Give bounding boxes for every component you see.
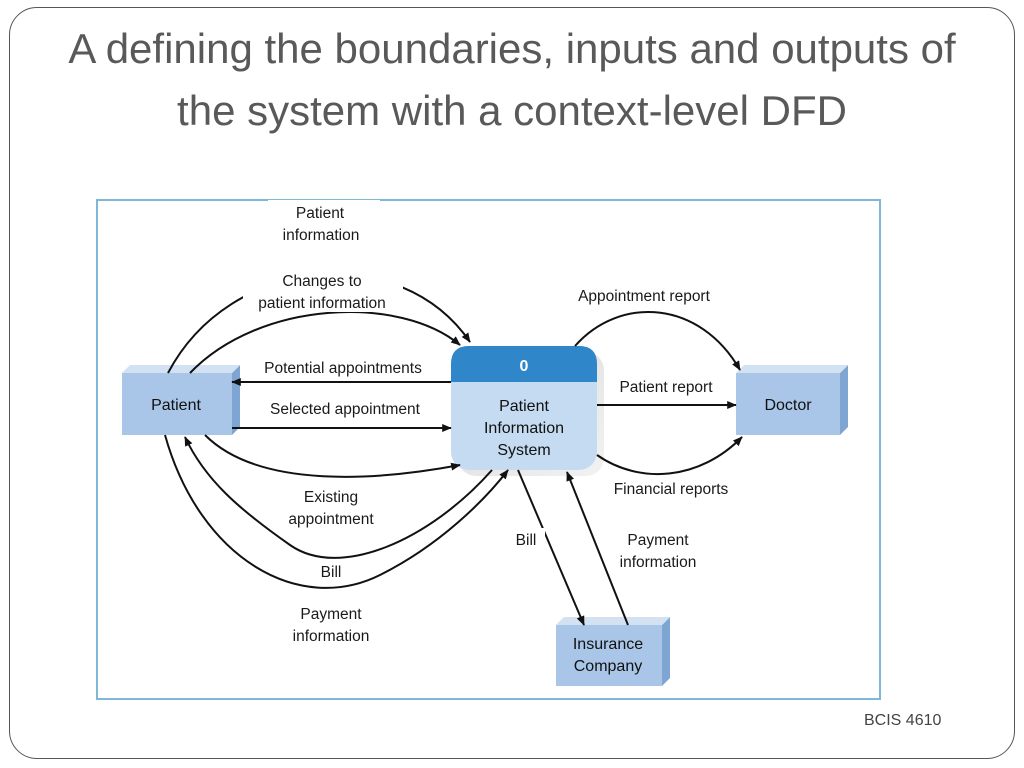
entity-doctor-label: Doctor <box>764 397 812 414</box>
process-name-3: System <box>497 442 550 459</box>
flow-bill-patient <box>184 436 493 559</box>
label-patient-information-2: information <box>283 227 360 244</box>
label-changes-1: Changes to <box>282 273 361 290</box>
flow-existing-appointment <box>204 434 461 478</box>
flow-financial-reports <box>596 436 743 476</box>
flow-payment-information-insurance <box>566 471 629 626</box>
label-payment-insurance-2: information <box>620 554 697 571</box>
process-name-2: Information <box>484 420 564 437</box>
entity-doctor: Doctor <box>736 365 848 435</box>
label-payment-insurance-1: Payment <box>627 532 689 549</box>
label-financial-reports: Financial reports <box>614 481 729 498</box>
label-bill-insurance: Bill <box>516 532 537 549</box>
process-patient-information-system: 0 Patient Information System <box>451 346 604 476</box>
label-potential-appointments: Potential appointments <box>264 360 422 377</box>
process-id: 0 <box>520 358 529 375</box>
label-bill-patient: Bill <box>321 564 342 581</box>
entity-insurance-label-1: Insurance <box>573 636 643 653</box>
label-selected-appointment: Selected appointment <box>270 401 421 418</box>
label-payment-patient-1: Payment <box>300 606 362 623</box>
entity-patient-label: Patient <box>151 397 201 414</box>
flow-appointment-report <box>574 310 741 371</box>
flow-bill-insurance <box>517 469 585 626</box>
flow-payment-information-patient <box>164 434 509 589</box>
label-appointment-report: Appointment report <box>578 288 711 305</box>
flow-labels: Patient information Changes to patient i… <box>243 200 744 646</box>
entity-patient: Patient <box>122 365 240 435</box>
entity-insurance-label-2: Company <box>574 658 642 675</box>
label-existing-appointment-2: appointment <box>288 511 374 528</box>
process-name-1: Patient <box>499 398 549 415</box>
slide-footer: BCIS 4610 <box>864 712 942 729</box>
entity-insurance-company: Insurance Company <box>556 617 670 686</box>
flow-changes-to-patient-information <box>189 311 461 374</box>
label-existing-appointment-1: Existing <box>304 489 358 506</box>
label-patient-report: Patient report <box>619 379 713 396</box>
label-patient-information-1: Patient <box>296 205 345 222</box>
label-changes-2: patient information <box>258 295 386 312</box>
label-payment-patient-2: information <box>293 628 370 645</box>
slide-title: A defining the boundaries, inputs and ou… <box>68 25 956 134</box>
